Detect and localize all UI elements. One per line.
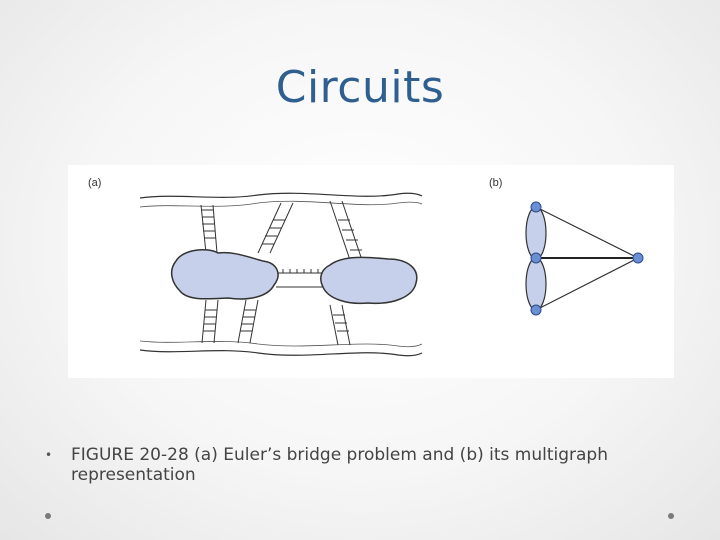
multigraph-edge-ellipse-top (525, 206, 547, 260)
bridge-top-left-2 (257, 202, 294, 254)
island-left (170, 248, 279, 300)
caption-text: FIGURE 20-28 (a) Euler’s bridge problem … (71, 445, 609, 485)
bridge-bottom-right (329, 304, 351, 346)
decorative-dot-right (668, 513, 674, 519)
multigraph-node-right (632, 252, 644, 264)
multigraph-drawing (525, 201, 644, 316)
multigraph-node-middle (530, 252, 542, 264)
decorative-dot-left (45, 513, 51, 519)
river-bank-top-inner (139, 200, 423, 208)
river-bank-bottom (139, 349, 423, 357)
figure-label-b: (b) (489, 177, 503, 189)
multigraph-edge-bottom-right (535, 257, 639, 311)
slide-title: Circuits (275, 62, 445, 113)
bridge-middle (276, 269, 326, 288)
multigraph-edge-ellipse-bottom (525, 257, 547, 311)
island-right (320, 256, 418, 305)
bullet-marker: • (45, 448, 53, 462)
slide-caption: • FIGURE 20-28 (a) Euler’s bridge proble… (45, 445, 665, 485)
river-bank-bottom-inner (139, 340, 423, 348)
bridge-bottom-left-2 (237, 299, 259, 344)
figure-label-a: (a) (88, 177, 102, 189)
konigsberg-bridges-drawing (139, 192, 423, 357)
multigraph-node-top (530, 201, 542, 213)
multigraph-node-bottom (530, 304, 542, 316)
bridge-top-right (329, 200, 363, 261)
bridge-bottom-left-1 (201, 299, 219, 344)
figure-panel: (a) (b) (68, 165, 674, 378)
bridge-top-left-1 (200, 204, 218, 254)
multigraph-edge-top-right (535, 206, 639, 259)
river-bank-top (139, 192, 423, 199)
